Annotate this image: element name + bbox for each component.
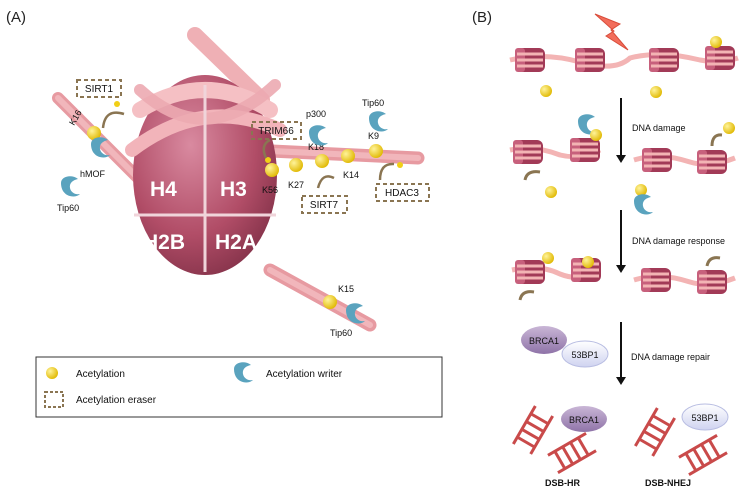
removed-acetyl-dot-sirt1 — [114, 101, 120, 107]
acetylation-marks — [87, 101, 403, 309]
step-damage: DNA damage — [632, 123, 686, 133]
svg-text:hMOF: hMOF — [80, 169, 106, 179]
eraser-hdac3: HDAC3 — [375, 162, 430, 202]
writer-p300: p300 — [306, 109, 328, 146]
site-k56: K56 — [262, 185, 278, 195]
legend-acetylation: Acetylation — [76, 369, 125, 380]
svg-text:53BP1: 53BP1 — [691, 413, 718, 423]
chromatin-row-3 — [511, 252, 736, 301]
histone-octamer: H4 H3 H2B H2A — [125, 75, 287, 275]
eraser-sirt1: SIRT1 — [76, 79, 125, 129]
acetyl-dot-k15 — [323, 295, 337, 309]
protein-53bp1: 53BP1 — [561, 340, 609, 368]
writer-tip60-left: Tip60 — [57, 176, 80, 213]
site-k27: K27 — [288, 180, 304, 190]
writer-hmof: hMOF — [80, 137, 110, 179]
damage-bolt-icon — [594, 13, 629, 51]
repair-nhej: 53BP1 DSB-NHEJ — [633, 403, 729, 488]
protein-brca1: BRCA1 — [521, 326, 567, 354]
outcome-nhej: DSB-NHEJ — [645, 478, 691, 488]
acetyl-dot-k27 — [289, 158, 303, 172]
removed-acetyl-dot-trim66 — [265, 157, 271, 163]
histone-h2a-label: H2A — [215, 231, 257, 254]
legend-acetyl-icon — [46, 367, 58, 379]
acetyl-dot-k18 — [315, 154, 329, 168]
acetyl-dot-k16 — [87, 126, 101, 140]
svg-text:HDAC3: HDAC3 — [385, 188, 419, 199]
repair-hr: BRCA1 DSB-HR — [511, 404, 607, 488]
svg-text:p300: p300 — [306, 109, 326, 119]
step-response: DNA damage response — [632, 236, 725, 246]
svg-text:Tip60: Tip60 — [362, 98, 384, 108]
panel-a-label: (A) — [6, 9, 26, 26]
legend-eraser: Acetylation eraser — [76, 395, 157, 406]
legend: Acetylation Acetylation writer Acetylati… — [35, 356, 443, 418]
chromatin-row-2 — [509, 114, 736, 215]
acetyl-dot-k14 — [341, 149, 355, 163]
svg-text:BRCA1: BRCA1 — [569, 415, 599, 425]
svg-text:SIRT1: SIRT1 — [85, 84, 114, 95]
outcome-hr: DSB-HR — [545, 478, 580, 488]
histone-h2b-label: H2B — [143, 231, 185, 254]
site-k9: K9 — [368, 131, 379, 141]
eraser-trim66: TRIM66 — [251, 121, 302, 159]
acetyl-dot-k9 — [369, 144, 383, 158]
site-k18: K18 — [308, 142, 324, 152]
step-repair: DNA damage repair — [631, 352, 710, 362]
eraser-sirt7: SIRT7 — [301, 175, 348, 214]
svg-text:Tip60: Tip60 — [57, 203, 79, 213]
legend-writer: Acetylation writer — [266, 369, 343, 380]
svg-text:Tip60: Tip60 — [330, 328, 352, 338]
svg-text:BRCA1: BRCA1 — [529, 336, 559, 346]
writer-tip60-top: Tip60 — [362, 98, 388, 132]
svg-text:TRIM66: TRIM66 — [258, 126, 294, 137]
svg-text:53BP1: 53BP1 — [571, 350, 598, 360]
acetyl-dot-k56 — [265, 163, 279, 177]
site-k15: K15 — [338, 284, 354, 294]
removed-acetyl-dot-hdac3 — [397, 162, 403, 168]
chromatin-row-1 — [509, 36, 739, 98]
histone-h3-label: H3 — [220, 178, 247, 201]
legend-eraser-icon — [44, 391, 64, 408]
svg-text:SIRT7: SIRT7 — [310, 200, 339, 211]
writer-tip60-bottom: Tip60 — [330, 303, 365, 338]
histone-h4-label: H4 — [150, 178, 177, 201]
site-k14: K14 — [343, 170, 359, 180]
panel-b-label: (B) — [472, 9, 492, 26]
